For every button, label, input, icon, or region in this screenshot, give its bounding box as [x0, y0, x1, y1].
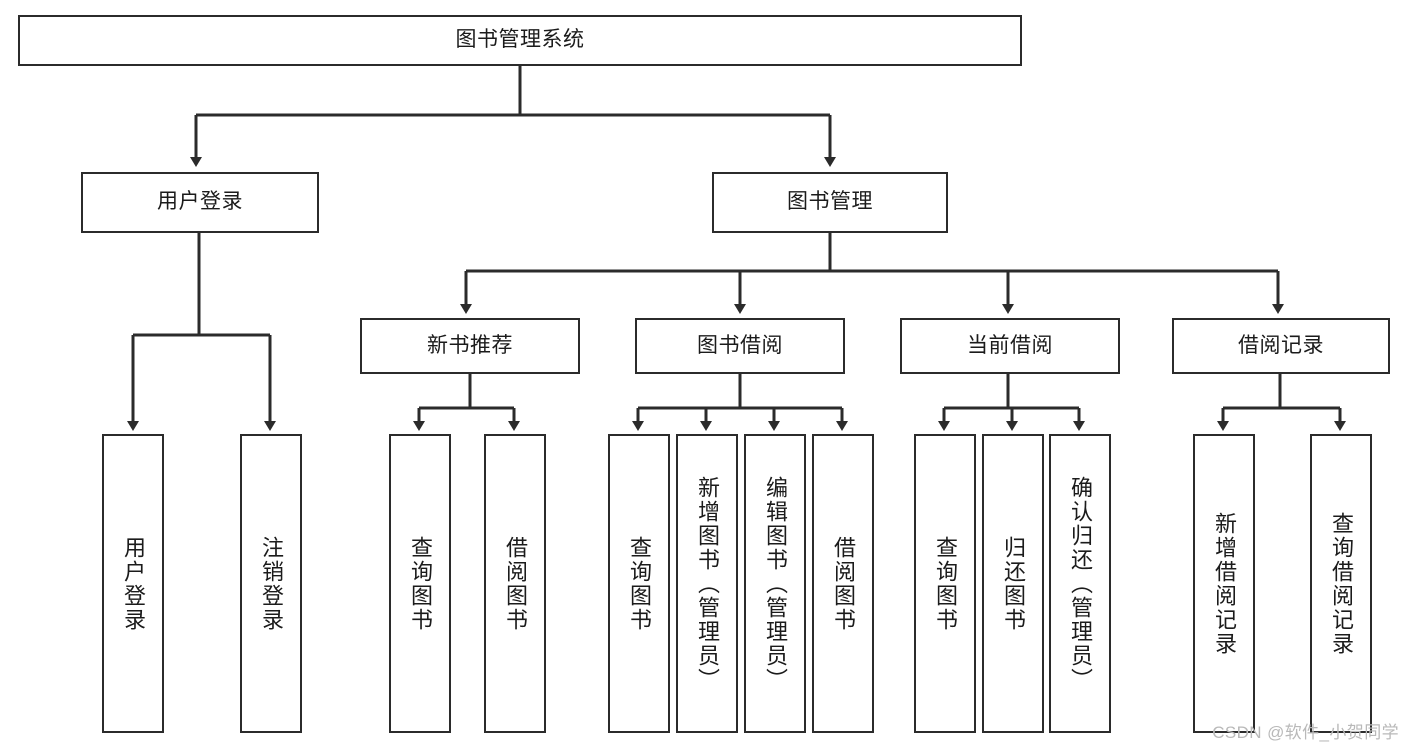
node-new-book-recommend[interactable]: 新书推荐	[360, 318, 580, 374]
leaf-label: 用户登录	[121, 535, 146, 632]
node-new-book-recommend-label: 新书推荐	[427, 333, 513, 357]
leaf-new-book-query[interactable]: 查询图书	[389, 434, 451, 733]
node-user-login-label: 用户登录	[157, 190, 243, 214]
leaf-new-book-borrow[interactable]: 借阅图书	[484, 434, 546, 733]
leaf-book-borrow-borrow[interactable]: 借阅图书	[812, 434, 874, 733]
leaf-label: 注销登录	[259, 535, 284, 632]
node-borrow-record-label: 借阅记录	[1238, 333, 1324, 357]
node-book-borrow-label: 图书借阅	[697, 333, 783, 357]
node-current-borrow[interactable]: 当前借阅	[900, 318, 1120, 374]
leaf-label: 查询借阅记录	[1329, 511, 1354, 656]
leaf-current-borrow-query[interactable]: 查询图书	[914, 434, 976, 733]
leaf-book-borrow-query[interactable]: 查询图书	[608, 434, 670, 733]
node-borrow-record[interactable]: 借阅记录	[1172, 318, 1390, 374]
leaf-borrow-record-add[interactable]: 新增借阅记录	[1193, 434, 1255, 733]
leaf-label: 确认归还（管理员）	[1068, 475, 1093, 692]
leaf-label: 新增图书（管理员）	[695, 475, 720, 692]
node-root[interactable]: 图书管理系统	[18, 15, 1022, 66]
node-book-manage[interactable]: 图书管理	[712, 172, 948, 233]
leaf-current-borrow-confirm[interactable]: 确认归还（管理员）	[1049, 434, 1111, 733]
node-root-label: 图书管理系统	[455, 28, 585, 52]
leaf-label: 借阅图书	[831, 535, 856, 632]
leaf-label: 查询图书	[408, 535, 433, 632]
leaf-label: 查询图书	[933, 535, 958, 632]
leaf-book-borrow-edit[interactable]: 编辑图书（管理员）	[744, 434, 806, 733]
leaf-label: 借阅图书	[503, 535, 528, 632]
leaf-label: 新增借阅记录	[1212, 511, 1237, 656]
node-user-login[interactable]: 用户登录	[81, 172, 319, 233]
leaf-borrow-record-query[interactable]: 查询借阅记录	[1310, 434, 1372, 733]
leaf-label: 归还图书	[1001, 535, 1026, 632]
leaf-label: 编辑图书（管理员）	[763, 475, 788, 692]
node-book-manage-label: 图书管理	[787, 190, 873, 214]
node-current-borrow-label: 当前借阅	[967, 333, 1053, 357]
leaf-label: 查询图书	[627, 535, 652, 632]
leaf-user-login-logout[interactable]: 注销登录	[240, 434, 302, 733]
leaf-user-login-login[interactable]: 用户登录	[102, 434, 164, 733]
leaf-current-borrow-return[interactable]: 归还图书	[982, 434, 1044, 733]
node-book-borrow[interactable]: 图书借阅	[635, 318, 845, 374]
leaf-book-borrow-add[interactable]: 新增图书（管理员）	[676, 434, 738, 733]
